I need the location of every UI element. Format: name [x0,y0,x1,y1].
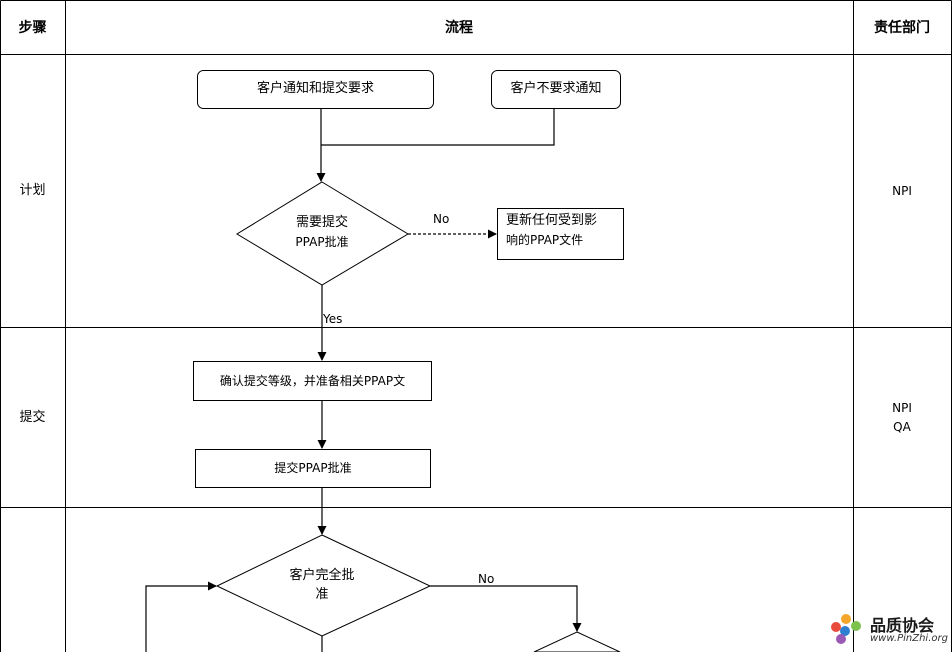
customer-approve-label-1: 客户完全批 [289,568,355,583]
row-step-submit: 提交 [19,410,46,425]
need-submit-label-1: 需要提交 [295,215,348,230]
update-docs-box [497,208,624,260]
connectors [145,109,582,652]
row-dept-plan: NPI [892,184,912,198]
header-step: 步骤 [18,20,47,36]
update-docs-label-2: 响的PPAP文件 [506,233,584,247]
watermark-brand: 品质协会 [870,616,935,635]
row-dept-submit-qa: QA [893,420,911,434]
edge-yes-label: Yes [323,312,343,326]
watermark-url: www.PinZhi.org [870,633,948,644]
next-decision-diamond [533,631,621,652]
edge-no-label-2: No [478,572,495,586]
header-dept: 责任部门 [874,20,930,36]
watermark: 品质协会 www.PinZhi.org [826,612,950,652]
header-process: 流程 [445,20,473,36]
submit-ppap-box [195,449,431,488]
confirm-level-label: 确认提交等级，并准备相关PPAP文 [219,374,406,388]
pinzhi-logo-icon [831,614,861,644]
customer-approve-label-2: 准 [315,587,329,602]
customer-no-notify-box [491,70,621,109]
need-submit-label-2: PPAP批准 [295,235,349,249]
update-docs-label-1: 更新任何受到影 [506,213,598,228]
edge-no-label-1: No [433,212,450,226]
customer-no-notify-label: 客户不要求通知 [510,81,602,96]
row-step-plan: 计划 [19,183,46,198]
customer-notify-box [197,70,434,109]
confirm-level-box [193,361,432,401]
row-dept-submit-npi: NPI [892,401,912,415]
customer-notify-label: 客户通知和提交要求 [256,81,374,96]
submit-ppap-label: 提交PPAP批准 [274,461,352,475]
